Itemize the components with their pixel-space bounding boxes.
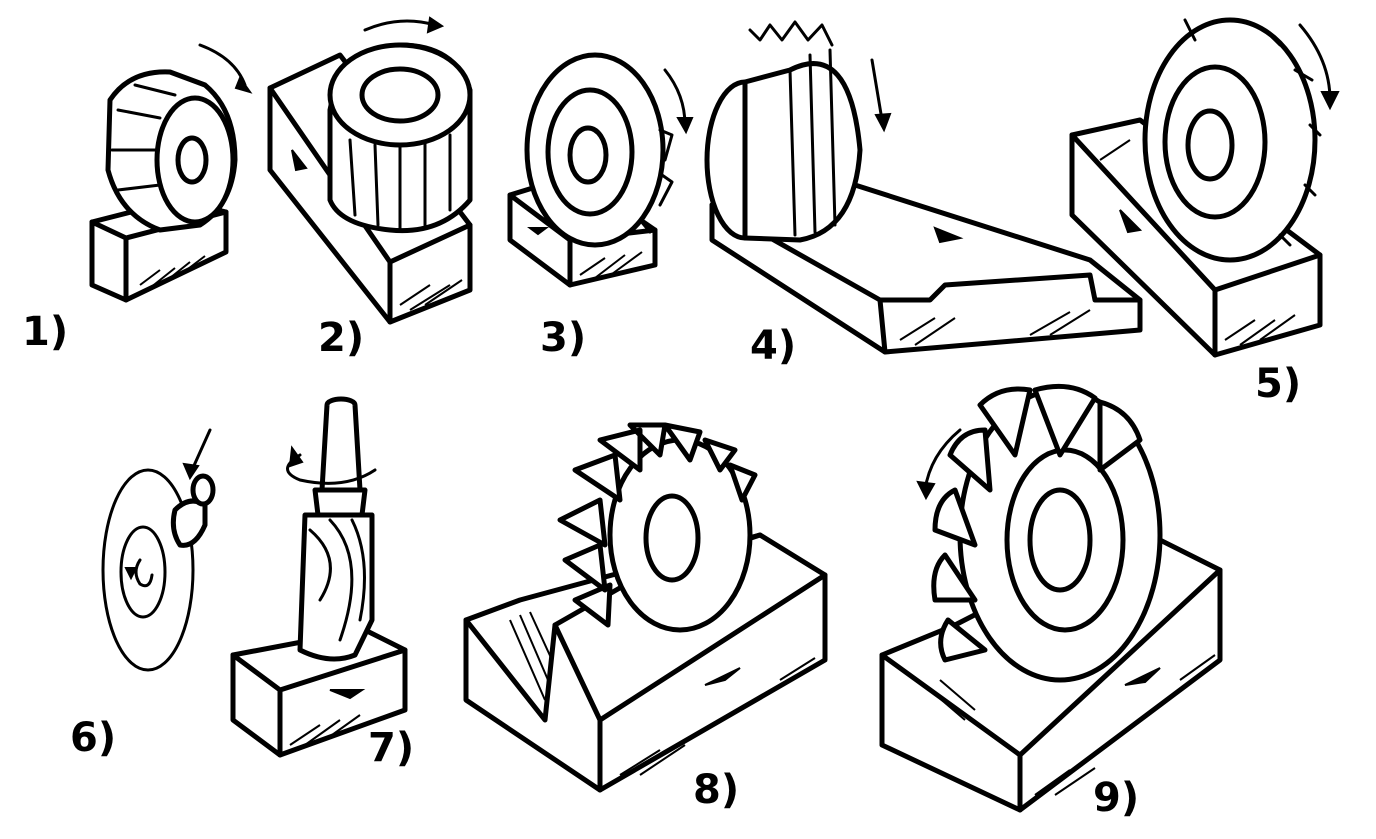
figure-label-4: 4) (750, 323, 797, 369)
feed-arrow-icon (870, 58, 884, 122)
figure-label-2: 2) (318, 315, 365, 361)
cutter (524, 52, 674, 248)
figure-6 (101, 428, 216, 672)
figure-5 (1069, 17, 1340, 358)
cutter (931, 383, 1163, 683)
cutter (704, 20, 863, 243)
end-mill (297, 396, 375, 662)
figure-label-7: 7) (368, 725, 415, 771)
figure-1 (89, 43, 253, 303)
workpiece-block (463, 532, 828, 793)
cutter (557, 422, 758, 633)
figure-9 (879, 383, 1223, 813)
figure-label-3: 3) (540, 315, 587, 361)
cutter (327, 42, 473, 234)
rotation-arrow-icon (198, 43, 247, 87)
cutter (105, 69, 238, 233)
figure-2 (267, 16, 473, 325)
figure-label-1: 1) (22, 309, 69, 355)
figure-3 (507, 52, 694, 288)
figure-4 (704, 20, 1143, 355)
figure-label-8: 8) (693, 767, 740, 813)
rotation-arrow-icon (663, 68, 687, 127)
figure-label-5: 5) (1255, 361, 1302, 407)
cutter (1142, 17, 1322, 263)
figure-7 (230, 396, 408, 758)
rotation-arrow-icon (363, 19, 437, 32)
figure-label-6: 6) (70, 715, 117, 761)
figure-label-9: 9) (1093, 775, 1140, 821)
figure-8 (463, 422, 828, 793)
